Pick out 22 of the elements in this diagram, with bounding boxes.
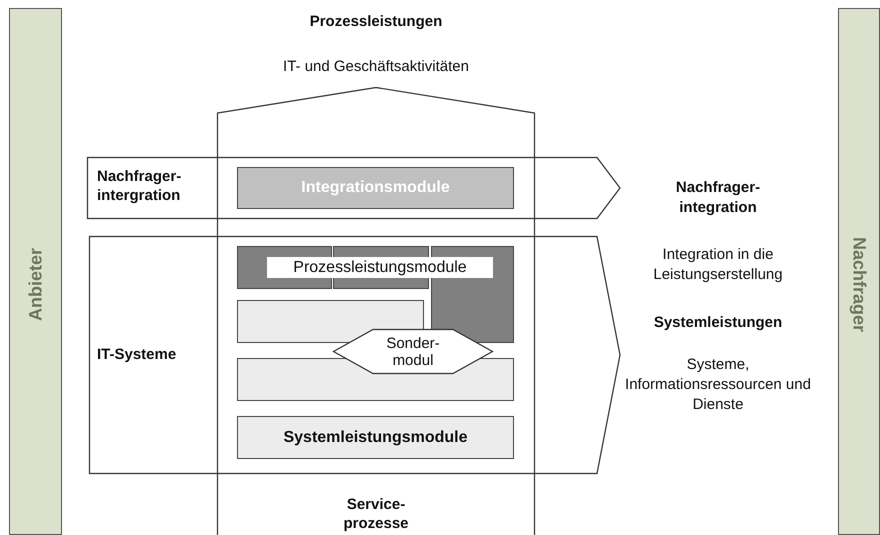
hexagon-module <box>333 329 493 374</box>
heading: Systemleistungen <box>652 313 784 333</box>
module-label: Prozessleistungsmodule <box>293 258 467 278</box>
arrow-label: Nachfrager- intergration <box>97 167 182 205</box>
heading: Nachfrager- integration <box>674 178 762 218</box>
label-tag <box>267 257 493 278</box>
module-label: Sonder- modul <box>385 334 441 368</box>
side-label: Anbieter <box>24 248 46 321</box>
heading: Prozessleistungen <box>308 12 444 32</box>
arrow-label: Service- prozesse <box>342 495 410 533</box>
side-label: Nachfrager <box>848 236 870 332</box>
module-box <box>237 167 514 209</box>
description: Integration in die Leistungserstellung <box>652 245 784 285</box>
chevron-panel <box>89 236 620 474</box>
panel-label: IT-Systeme <box>97 345 176 365</box>
module-box <box>237 416 514 459</box>
module-label: Systemleistungsmodule <box>283 428 468 448</box>
side-bar <box>9 8 62 535</box>
subheading: IT- und Geschäftsaktivitäten <box>282 57 470 77</box>
description: Systeme, Informationsressourcen und Dienste <box>625 355 811 415</box>
module-label: Integrationsmodule <box>301 178 450 198</box>
side-bar <box>838 8 880 535</box>
